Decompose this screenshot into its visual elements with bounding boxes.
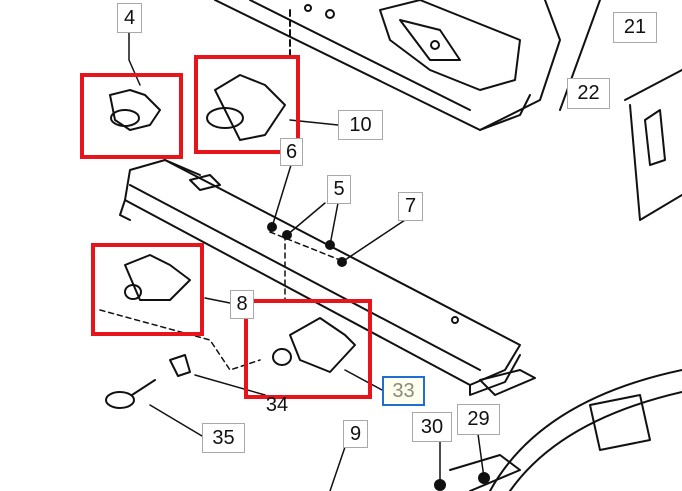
fasteners xyxy=(267,222,490,491)
highlight-part-33 xyxy=(244,299,372,399)
callout-7[interactable]: 7 xyxy=(398,192,423,221)
callout-5[interactable]: 5 xyxy=(327,175,351,204)
upper-frame-rail xyxy=(214,0,561,131)
callout-29[interactable]: 29 xyxy=(457,404,500,435)
wheel-housing xyxy=(449,369,682,491)
callout-21[interactable]: 21 xyxy=(613,12,657,43)
callout-8[interactable]: 8 xyxy=(230,290,254,319)
leader-lines xyxy=(128,31,485,491)
highlight-part-8 xyxy=(91,243,204,336)
part-33-hook xyxy=(272,317,356,373)
part-34-35 xyxy=(105,354,191,409)
highlight-part-4 xyxy=(80,73,183,159)
part-8-hook xyxy=(124,254,191,301)
callout-35[interactable]: 35 xyxy=(202,423,245,453)
callout-6[interactable]: 6 xyxy=(280,138,303,166)
callout-9[interactable]: 9 xyxy=(343,420,368,448)
part-4-hook xyxy=(109,89,161,131)
callout-30[interactable]: 30 xyxy=(412,412,452,442)
callout-34[interactable]: 34 xyxy=(265,393,289,416)
callout-4[interactable]: 4 xyxy=(117,3,142,33)
right-bracket xyxy=(559,0,682,221)
callout-33-selected[interactable]: 33 xyxy=(382,376,425,406)
callout-10[interactable]: 10 xyxy=(338,110,383,140)
highlight-part-10 xyxy=(194,55,300,154)
callout-22[interactable]: 22 xyxy=(567,78,610,109)
cross-member xyxy=(119,159,536,396)
part-10-hook xyxy=(206,74,286,141)
